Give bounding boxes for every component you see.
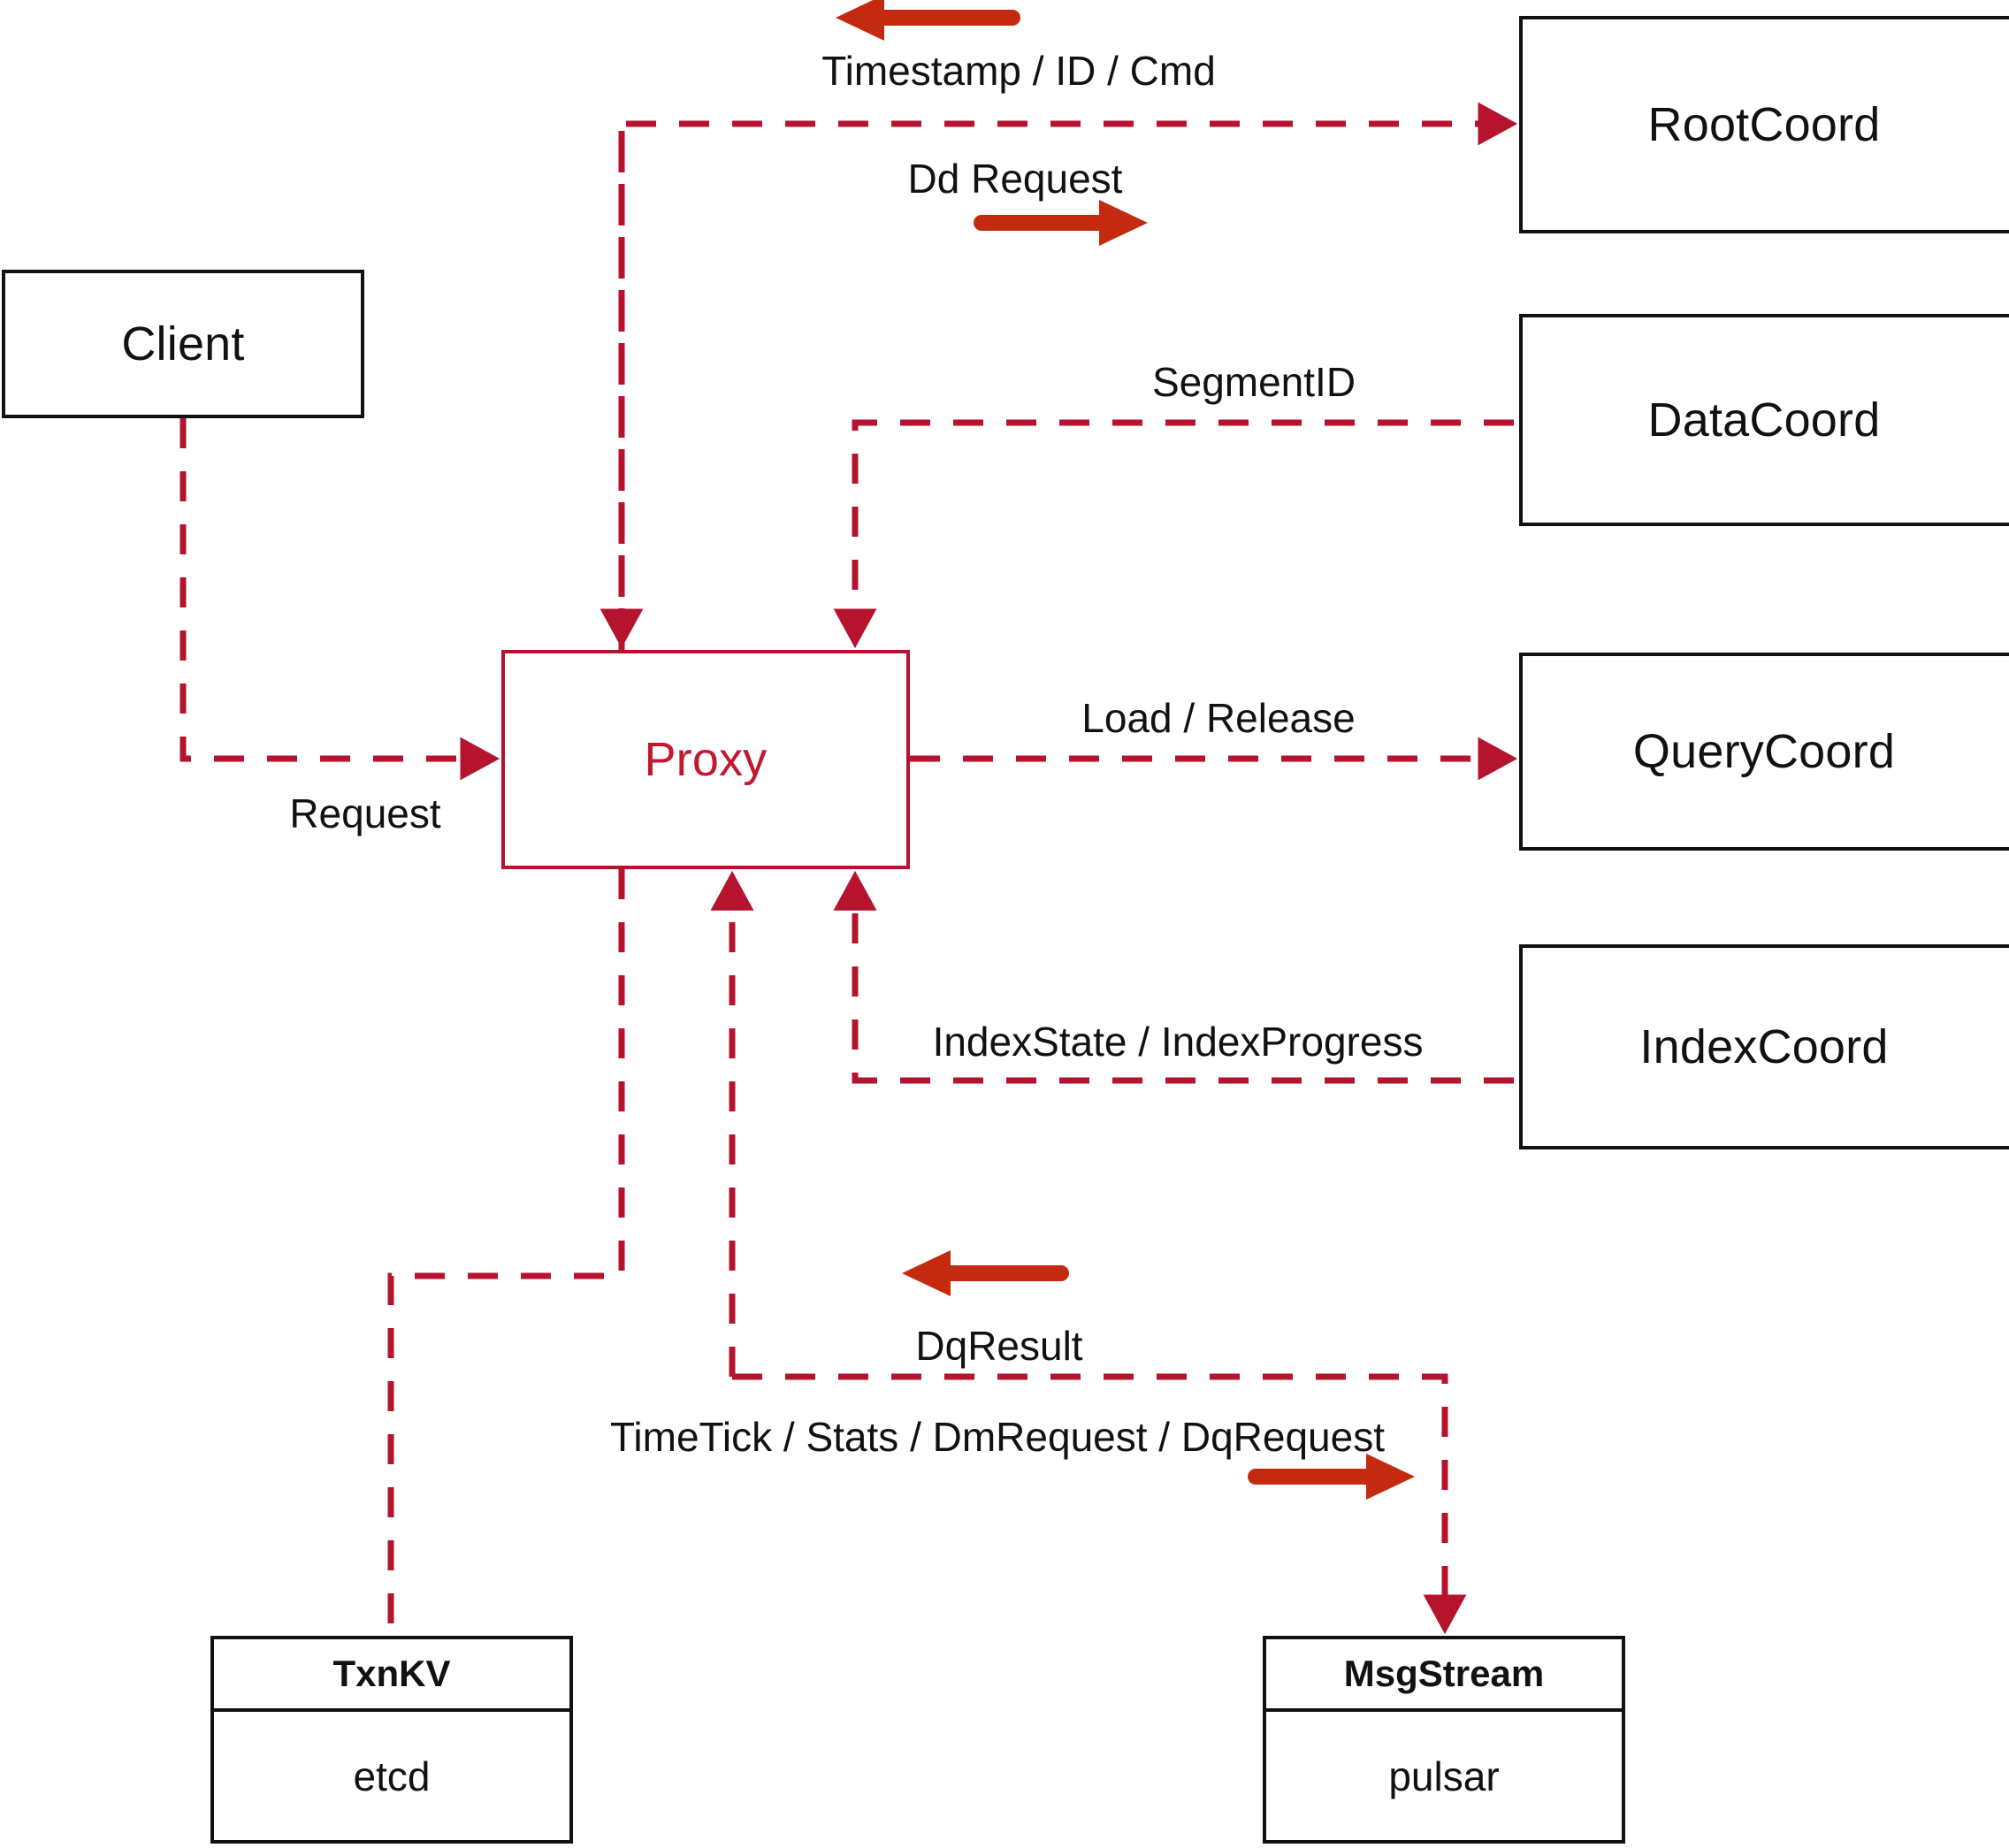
node-querycoord[interactable]: QueryCoord	[1519, 653, 2009, 851]
edge-proxy-to-msgstream	[732, 1373, 1467, 1635]
direction-arrow-timetick-icon	[1248, 1454, 1415, 1500]
edge-label-load-release: Load / Release	[1081, 695, 1356, 741]
node-txnkv-header: TxnKV	[214, 1639, 569, 1712]
node-rootcoord-label: RootCoord	[1647, 98, 1881, 151]
edge-proxy-to-rootcoord	[618, 102, 1518, 650]
edge-label-dd-request: Dd Request	[907, 156, 1123, 202]
direction-arrow-timestamp-icon	[836, 0, 1020, 41]
edge-label-timestamp-id-cmd: Timestamp / ID / Cmd	[821, 48, 1216, 94]
node-txnkv-header-label: TxnKV	[332, 1653, 451, 1694]
node-rootcoord[interactable]: RootCoord	[1519, 16, 2009, 233]
node-msgstream-header: MsgStream	[1266, 1639, 1622, 1712]
edge-label-timetick-stats: TimeTick / Stats / DmRequest / DqRequest	[610, 1414, 1385, 1460]
node-client-label: Client	[121, 317, 245, 370]
node-txnkv[interactable]: TxnKV etcd	[210, 1636, 573, 1844]
node-datacoord-label: DataCoord	[1647, 393, 1881, 447]
node-indexcoord-label: IndexCoord	[1639, 1020, 1889, 1073]
edge-label-segment-id: SegmentID	[1151, 359, 1356, 405]
node-proxy[interactable]: Proxy	[501, 650, 910, 869]
direction-arrow-dd-request-icon	[974, 200, 1148, 246]
node-txnkv-body: etcd	[214, 1712, 569, 1840]
node-datacoord[interactable]: DataCoord	[1519, 314, 2009, 526]
node-msgstream-header-label: MsgStream	[1343, 1653, 1545, 1694]
node-querycoord-label: QueryCoord	[1632, 725, 1896, 778]
node-msgstream[interactable]: MsgStream pulsar	[1263, 1636, 1625, 1844]
edge-label-request: Request	[289, 790, 441, 836]
edge-datacoord-to-proxy	[833, 419, 1514, 649]
node-txnkv-body-label: etcd	[353, 1753, 431, 1799]
node-msgstream-body-label: pulsar	[1388, 1753, 1500, 1799]
node-indexcoord[interactable]: IndexCoord	[1519, 944, 2009, 1149]
node-client[interactable]: Client	[2, 270, 364, 418]
node-msgstream-body: pulsar	[1266, 1712, 1622, 1840]
edge-label-index-state-progress: IndexState / IndexProgress	[932, 1019, 1424, 1065]
direction-arrow-dq-result-icon	[902, 1250, 1069, 1296]
node-proxy-label: Proxy	[644, 733, 768, 786]
edge-client-to-proxy	[180, 418, 500, 781]
edge-proxy-to-txnkv	[387, 869, 625, 1636]
edge-indexcoord-to-proxy	[833, 870, 1514, 1084]
edge-label-dq-result: DqResult	[915, 1323, 1083, 1369]
